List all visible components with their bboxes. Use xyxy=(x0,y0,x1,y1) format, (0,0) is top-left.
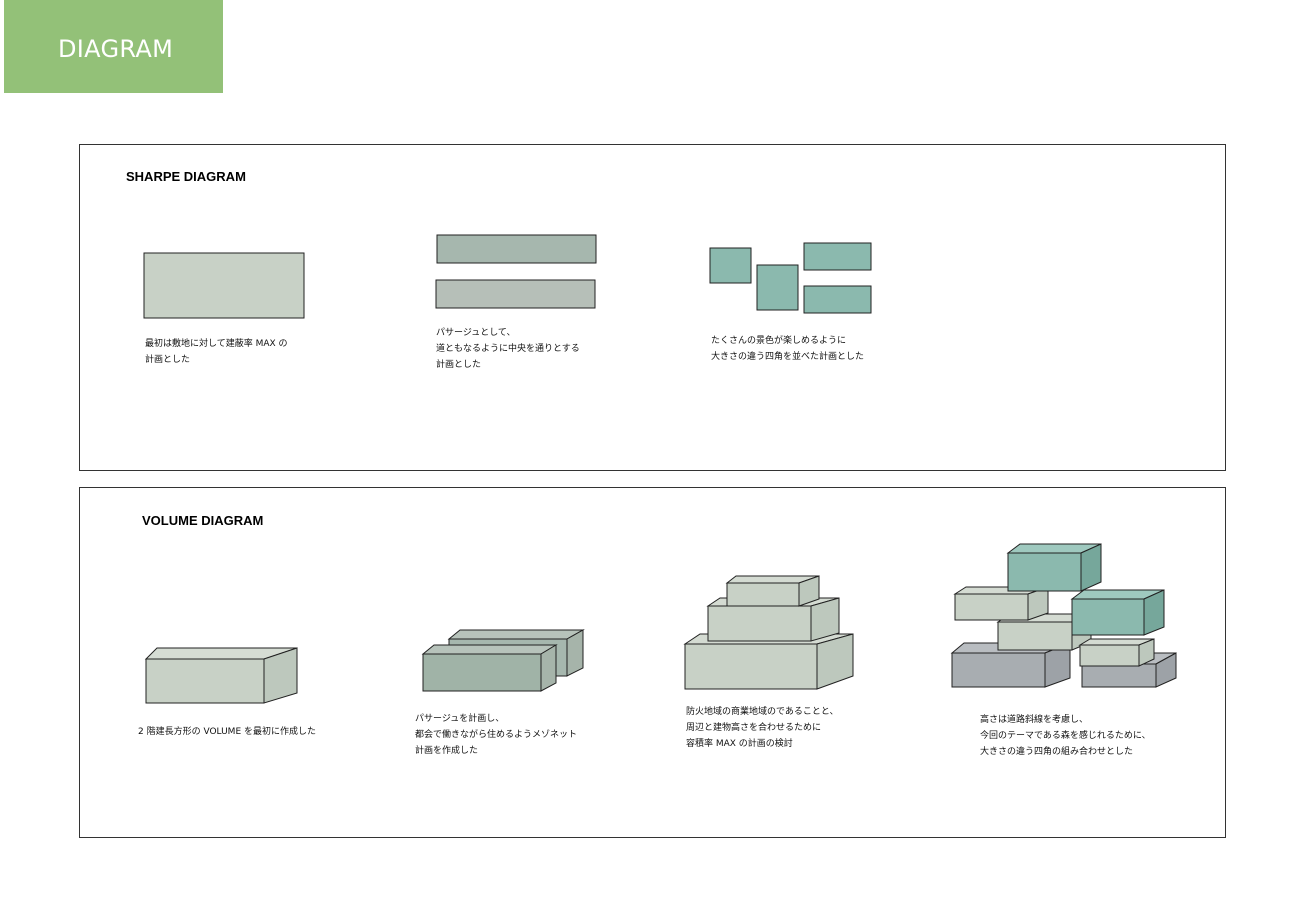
shape1-site-rect xyxy=(143,252,305,319)
volume4-left-box xyxy=(953,586,1049,621)
shape3-rect-b xyxy=(756,264,799,311)
volume4-teal-top-box xyxy=(1006,543,1102,592)
volume-diagram-panel: VOLUME DIAGRAM xyxy=(79,487,1226,838)
page-title: DIAGRAM xyxy=(58,35,174,63)
volume3-caption: 防火地域の商業地域のであることと、 周辺と建物高さを合わせるために 容積率 MA… xyxy=(686,707,839,749)
volume4-teal-right-box xyxy=(1070,589,1165,636)
shape1-caption: 最初は敷地に対して建蔽率 MAX の 計画とした xyxy=(145,339,288,365)
shape-diagrams-svg xyxy=(143,234,872,319)
volume3-bottom-box xyxy=(683,633,854,690)
shape-panel-title: SHARPE DIAGRAM xyxy=(126,169,246,184)
volume-diagrams-svg xyxy=(144,543,1177,704)
shape3-rect-c xyxy=(803,242,872,271)
shape3-caption: たくさんの景色が楽しめるように 大きさの違う四角を並べた計画とした xyxy=(711,336,865,362)
volume1-box xyxy=(144,647,298,704)
shape-diagram-panel: SHARPE DIAGRAM 最初は敷地に対して建蔽率 MAX の 計画とした … xyxy=(79,144,1226,471)
shape3-rect-d xyxy=(803,285,872,314)
volume2-front-box xyxy=(421,644,558,692)
shape3-rect-a xyxy=(709,247,752,284)
shape2-caption: パサージュとして、 道ともなるように中央を通りとする 計画とした xyxy=(436,328,580,370)
volume2-caption: パサージュを計画し、 都会で働きながら住めるようメゾネット 計画を作成した xyxy=(415,714,578,756)
header-banner: DIAGRAM xyxy=(4,0,223,93)
shape2-bar-bottom xyxy=(435,279,596,309)
volume3-top-box xyxy=(725,575,820,607)
shape2-bar-top xyxy=(436,234,597,264)
volume4-small-right-box xyxy=(1078,638,1155,667)
volume4-caption: 高さは道路斜線を考慮し、 今回のテーマである森を感じれるために、 大きさの違う四… xyxy=(980,715,1151,757)
volume1-caption: 2 階建長方形の VOLUME を最初に作成した xyxy=(138,727,316,737)
volume-panel-title: VOLUME DIAGRAM xyxy=(142,513,264,528)
